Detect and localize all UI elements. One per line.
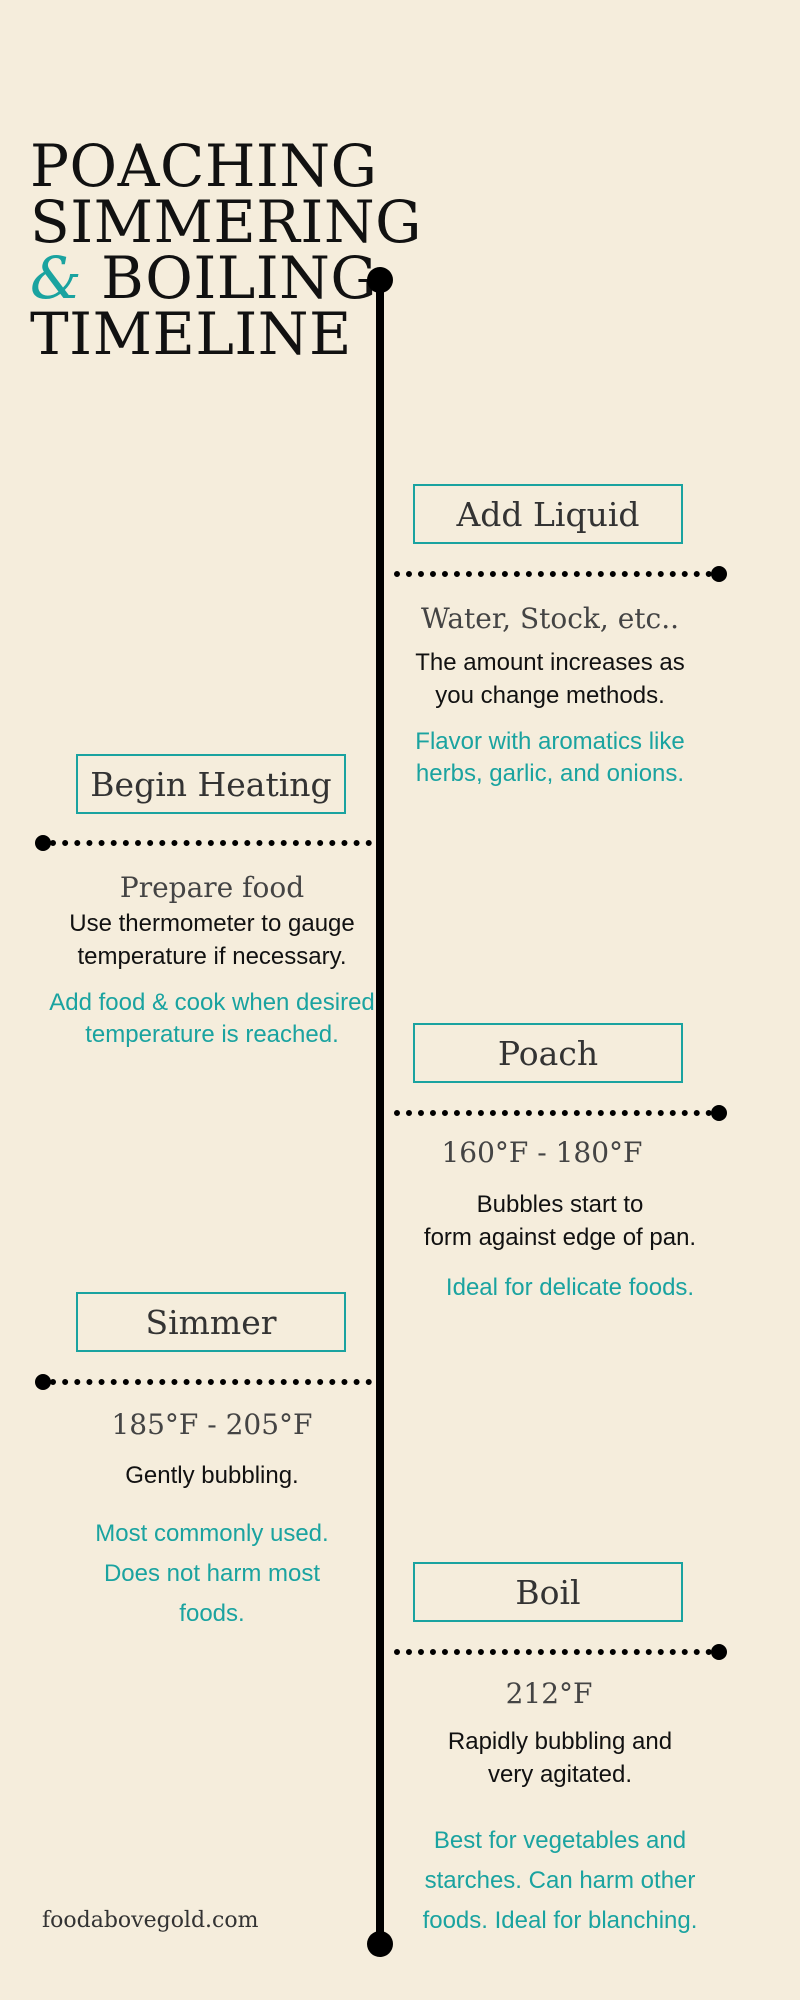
begin-heating-connector-dot bbox=[35, 835, 51, 851]
boil-connector-dot bbox=[711, 1644, 727, 1660]
boil-details: 212°F Rapidly bubbling and very agitated… bbox=[385, 1677, 735, 1941]
poach-connector bbox=[394, 1110, 712, 1116]
add-liquid-details: Water, Stock, etc.. The amount increases… bbox=[385, 602, 715, 790]
boil-note-2: starches. Can harm other bbox=[424, 1867, 696, 1894]
page-title: POACHING SIMMERING & BOILING TIMELINE bbox=[30, 132, 422, 368]
simmer-note-3: foods. bbox=[179, 1600, 245, 1627]
timeline-start-dot bbox=[367, 267, 393, 293]
add-liquid-note-2: herbs, garlic, and onions. bbox=[415, 760, 685, 787]
begin-heating-note-2: temperature is reached. bbox=[85, 1021, 339, 1048]
add-liquid-desc-1: The amount increases as bbox=[415, 649, 685, 676]
begin-heating-label-box: Begin Heating bbox=[76, 754, 346, 814]
title-line-4: TIMELINE bbox=[30, 300, 352, 368]
simmer-label-box: Simmer bbox=[76, 1292, 346, 1352]
begin-heating-desc-2: temperature if necessary. bbox=[77, 943, 347, 970]
simmer-note-2: Does not harm most bbox=[103, 1560, 321, 1587]
poach-desc-1: Bubbles start to bbox=[476, 1191, 644, 1218]
simmer-connector bbox=[50, 1379, 372, 1385]
timeline-end-dot bbox=[367, 1931, 393, 1957]
add-liquid-label-box: Add Liquid bbox=[413, 484, 683, 544]
title-line-2: SIMMERING bbox=[30, 188, 422, 256]
begin-heating-desc-1: Use thermometer to gauge bbox=[69, 910, 355, 937]
simmer-details: 185°F - 205°F Gently bubbling. Most comm… bbox=[47, 1408, 377, 1634]
boil-desc-2: very agitated. bbox=[487, 1761, 633, 1788]
simmer-subtitle: 185°F - 205°F bbox=[111, 1408, 313, 1441]
add-liquid-note-1: Flavor with aromatics like bbox=[415, 728, 685, 755]
add-liquid-desc-2: you change methods. bbox=[435, 682, 665, 709]
begin-heating-connector bbox=[50, 840, 372, 846]
simmer-desc-1: Gently bubbling. bbox=[125, 1462, 299, 1489]
title-line-3-text: BOILING bbox=[101, 244, 378, 312]
begin-heating-note-1: Add food & cook when desired bbox=[49, 989, 375, 1016]
begin-heating-details: Prepare food Use thermometer to gauge te… bbox=[42, 871, 382, 1051]
add-liquid-connector-dot bbox=[711, 566, 727, 582]
poach-label-box: Poach bbox=[413, 1023, 683, 1083]
simmer-connector-dot bbox=[35, 1374, 51, 1390]
poach-connector-dot bbox=[711, 1105, 727, 1121]
add-liquid-subtitle: Water, Stock, etc.. bbox=[420, 602, 679, 635]
add-liquid-connector bbox=[394, 571, 712, 577]
boil-connector bbox=[394, 1649, 712, 1655]
boil-desc-1: Rapidly bubbling and bbox=[447, 1728, 673, 1755]
begin-heating-subtitle: Prepare food bbox=[119, 871, 305, 904]
boil-label-box: Boil bbox=[413, 1562, 683, 1622]
timeline-line bbox=[376, 280, 384, 1944]
poach-desc-2: form against edge of pan. bbox=[423, 1224, 697, 1251]
poach-subtitle: 160°F - 180°F bbox=[441, 1136, 643, 1169]
simmer-note-1: Most commonly used. bbox=[95, 1520, 329, 1547]
boil-subtitle: 212°F bbox=[505, 1677, 593, 1710]
boil-note-1: Best for vegetables and bbox=[433, 1827, 687, 1854]
title-ampersand: & bbox=[30, 244, 83, 312]
poach-note-1: Ideal for delicate foods. bbox=[445, 1274, 695, 1301]
title-line-1: POACHING bbox=[30, 132, 378, 200]
title-line-3: & BOILING bbox=[30, 249, 422, 307]
poach-details: 160°F - 180°F Bubbles start to form agai… bbox=[385, 1136, 735, 1304]
boil-note-3: foods. Ideal for blanching. bbox=[422, 1907, 698, 1934]
footer-website: foodabovegold.com bbox=[42, 1908, 259, 1933]
